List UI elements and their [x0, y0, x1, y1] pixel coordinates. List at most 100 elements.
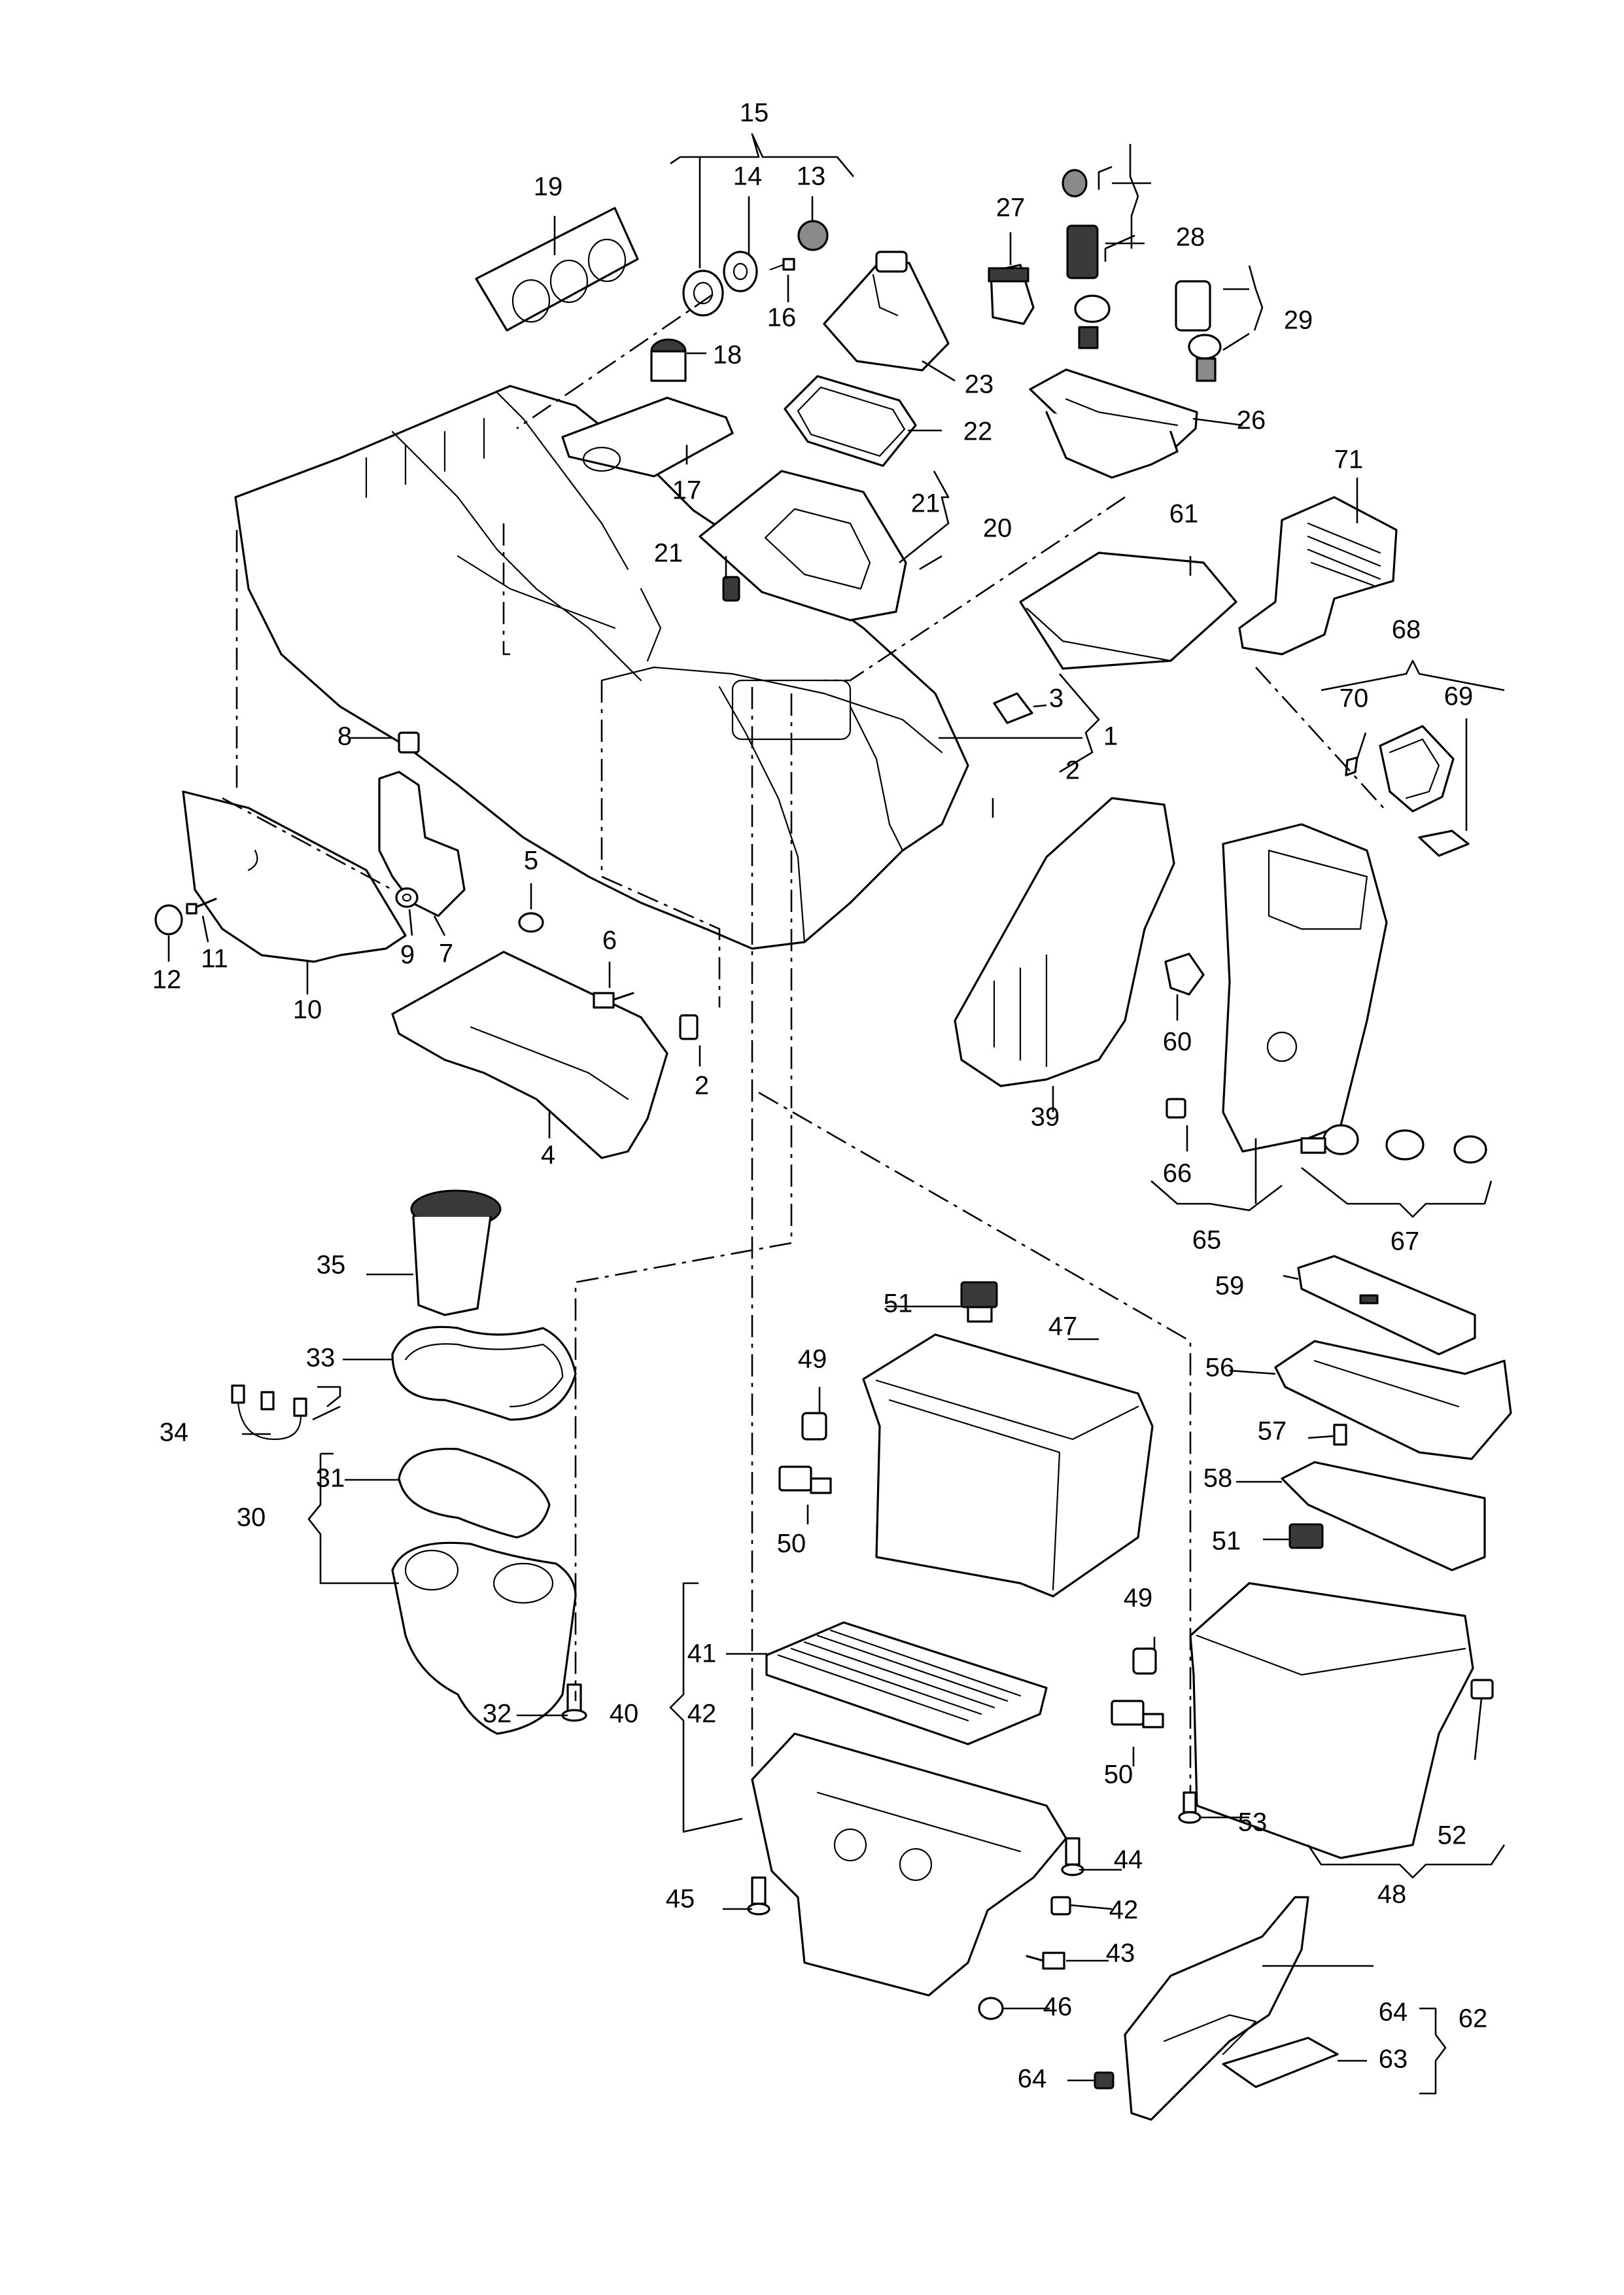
cover-63: [1222, 2037, 1339, 2088]
socket-67: [1300, 1124, 1487, 1164]
cap-12: [154, 904, 183, 936]
callout-26: 26: [1237, 406, 1266, 435]
rear-trim-68: [1345, 725, 1470, 857]
clip-21: [722, 576, 740, 602]
callout-13: 13: [797, 162, 826, 191]
callout-17: 17: [672, 476, 702, 505]
screw-53: [1178, 1791, 1201, 1824]
clip-2-lower: [679, 1014, 699, 1040]
callout-49: 49: [1124, 1584, 1153, 1613]
air-vent-71: [1238, 496, 1398, 656]
trim-panel-19: [475, 207, 639, 332]
clip-8: [398, 731, 420, 754]
side-panel-10: [182, 790, 407, 963]
callout-46: 46: [1043, 1993, 1073, 2022]
cap-49-lower: [1132, 1647, 1157, 1675]
callout-10: 10: [293, 996, 322, 1025]
callout-4: 4: [541, 1141, 555, 1170]
storage-box-48: [1189, 1582, 1474, 1859]
screw-57: [1333, 1424, 1347, 1446]
callout-9: 9: [400, 941, 415, 970]
cover-17: [561, 396, 734, 478]
callout-14: 14: [733, 162, 763, 191]
callout-42: 42: [687, 1700, 717, 1728]
bracket-60: [1164, 953, 1205, 996]
callout-50: 50: [1104, 1761, 1133, 1789]
callout-57: 57: [1258, 1417, 1287, 1446]
assembly-lines: [222, 293, 1387, 1793]
callout-47: 47: [1048, 1312, 1078, 1341]
callout-3: 3: [1049, 684, 1063, 713]
leader-lines: [167, 133, 1506, 2095]
bracket-3: [993, 692, 1033, 724]
knob-assembly-15: [682, 220, 829, 317]
callout-27: 27: [996, 194, 1026, 222]
callout-63: 63: [1379, 2045, 1408, 2074]
support-39: [954, 797, 1175, 1087]
callout-65: 65: [1192, 1226, 1222, 1255]
callout-5: 5: [524, 847, 538, 875]
callout-56: 56: [1205, 1354, 1235, 1382]
callout-52: 52: [1438, 1821, 1467, 1850]
bracket-56: [1274, 1340, 1512, 1460]
callout-61: 61: [1169, 500, 1199, 529]
callout-39: 39: [1031, 1103, 1060, 1132]
callout-64: 64: [1379, 1998, 1408, 2027]
nut-5: [518, 912, 544, 933]
shift-trim-20: [699, 470, 907, 622]
callout-53: 53: [1238, 1808, 1268, 1837]
callout-7: 7: [439, 939, 453, 968]
callout-66: 66: [1163, 1159, 1192, 1188]
callout-21: 21: [911, 489, 941, 518]
bracket-7: [378, 771, 466, 917]
clip-66: [1166, 1098, 1186, 1119]
screw-11: [186, 898, 217, 915]
callout-64: 64: [1018, 2065, 1047, 2094]
callout-59: 59: [1215, 1272, 1245, 1301]
socket-50-upper: [778, 1465, 832, 1494]
callout-23: 23: [965, 370, 994, 399]
socket-50-lower: [1111, 1700, 1164, 1728]
callout-20: 20: [983, 514, 1012, 543]
callout-40: 40: [610, 1700, 639, 1728]
switch-18: [650, 338, 687, 382]
callout-8: 8: [337, 722, 352, 751]
carrier-40: [751, 1732, 1067, 1997]
callout-49: 49: [798, 1345, 827, 1374]
wiring-34: [231, 1384, 307, 1441]
switch-51-lower: [1288, 1523, 1324, 1549]
callout-2: 2: [695, 1072, 709, 1100]
clip-42: [1050, 1896, 1071, 1916]
cover-59: [1297, 1255, 1476, 1356]
callout-43: 43: [1106, 1939, 1135, 1968]
callout-51: 51: [884, 1289, 913, 1318]
callout-32: 32: [483, 1700, 512, 1728]
callout-31: 31: [316, 1464, 345, 1493]
callout-6: 6: [602, 926, 617, 955]
callout-70: 70: [1339, 684, 1369, 713]
callout-18: 18: [713, 341, 742, 370]
callout-33: 33: [306, 1344, 336, 1373]
callout-50: 50: [777, 1530, 806, 1558]
callout-29: 29: [1284, 306, 1313, 335]
callout-22: 22: [963, 417, 993, 446]
clip-52: [1470, 1679, 1494, 1700]
carrier-4: [391, 951, 668, 1159]
screw-45: [747, 1876, 770, 1916]
callout-15: 15: [740, 99, 769, 128]
nut-46: [978, 1997, 1004, 2020]
callout-12: 12: [152, 966, 182, 994]
callout-48: 48: [1377, 1880, 1407, 1909]
callout-60: 60: [1163, 1028, 1192, 1057]
frame-22: [784, 375, 917, 467]
callout-34: 34: [160, 1418, 189, 1447]
bolt-43: [1026, 1952, 1065, 1970]
nut-9: [395, 887, 419, 908]
storage-box-47: [862, 1333, 1154, 1598]
cupholder-panel-26: [1029, 368, 1198, 479]
ashtray-35: [410, 1189, 502, 1316]
callout-labels: 1 2 2 3 4 5 6 7 8 9 10 11 12 13 14 15 16…: [152, 99, 1488, 2094]
seal-31: [398, 1447, 551, 1539]
bolt-6: [593, 992, 634, 1009]
